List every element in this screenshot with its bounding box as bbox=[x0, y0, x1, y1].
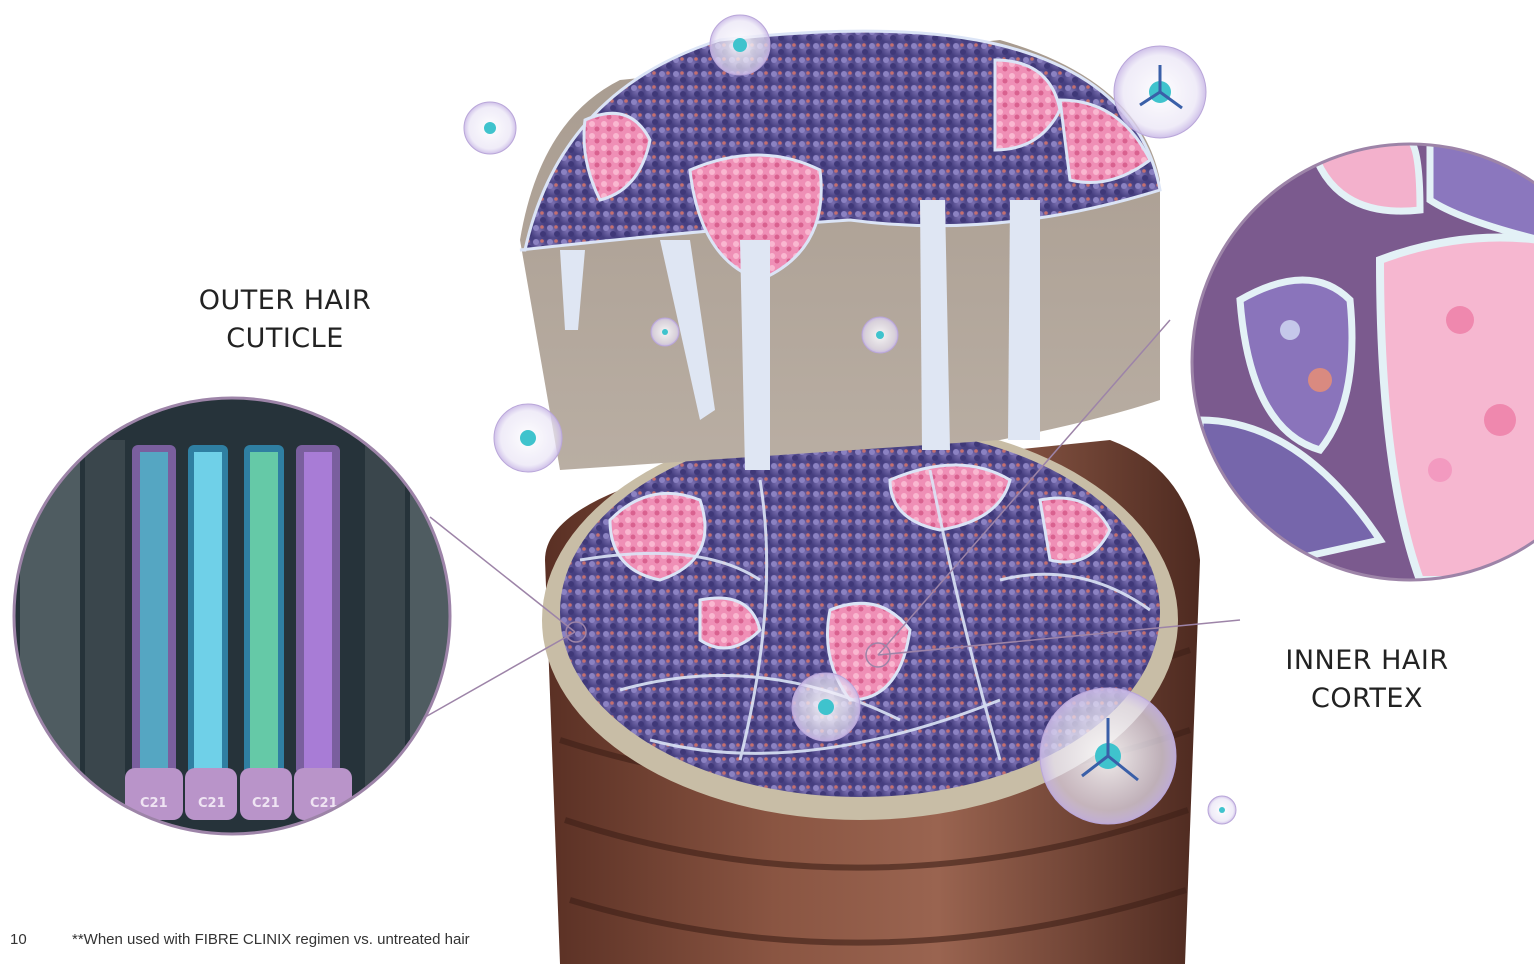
page-number: 10 bbox=[10, 931, 27, 948]
rod-tag-3: C21 bbox=[252, 796, 280, 811]
footnote: **When used with FIBRE CLINIX regimen vs… bbox=[72, 931, 470, 948]
rod-tag-1: C21 bbox=[140, 796, 168, 811]
cortex-inset bbox=[1190, 140, 1534, 590]
outer-label-line2: CUTICLE bbox=[150, 320, 420, 358]
cuticle-inset: C21 C21 C21 C21 bbox=[0, 390, 470, 840]
outer-hair-cuticle-label: OUTER HAIR CUTICLE bbox=[150, 282, 420, 358]
inner-hair-cortex-label: INNER HAIR CORTEX bbox=[1232, 642, 1502, 718]
outer-label-line1: OUTER HAIR bbox=[150, 282, 420, 320]
inner-label-line2: CORTEX bbox=[1232, 680, 1502, 718]
cuticle-block bbox=[520, 31, 1160, 470]
rod-tag-2: C21 bbox=[198, 796, 226, 811]
inner-label-line1: INNER HAIR bbox=[1232, 642, 1502, 680]
